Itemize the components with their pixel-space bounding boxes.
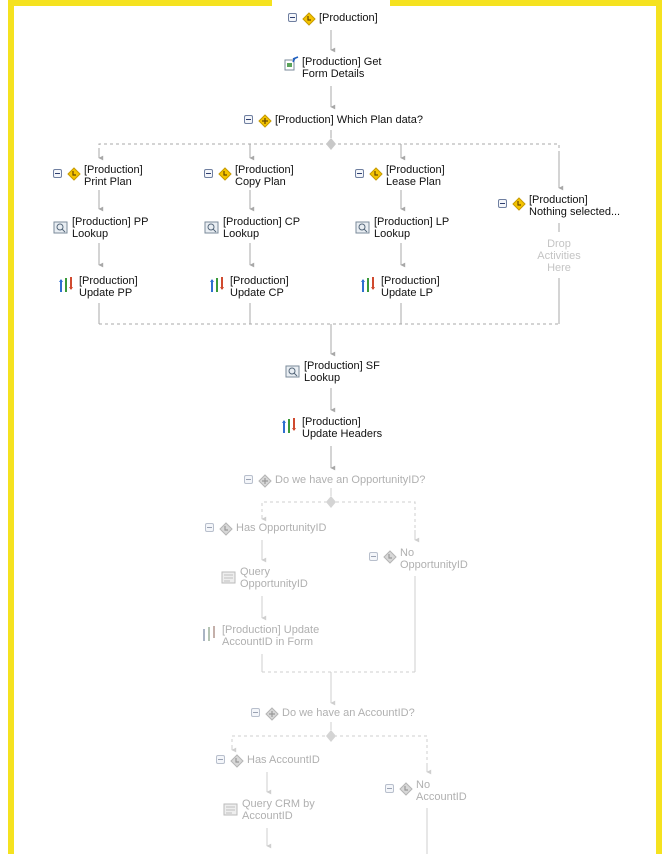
node-update-lp[interactable]: [Production] Update LP (360, 275, 440, 299)
query-icon (223, 803, 238, 816)
node-update-cp[interactable]: [Production] Update CP (209, 275, 289, 299)
sequence-icon (399, 782, 413, 796)
node-cp-lookup[interactable]: [Production] CP Lookup (204, 216, 300, 240)
main-flow-arrows (98, 30, 564, 471)
selection-frame-left (8, 0, 14, 854)
node-query-opportunity[interactable]: Query OpportunityID (221, 566, 308, 590)
lookup-icon (53, 221, 68, 234)
node-lp-lookup[interactable]: [Production] LP Lookup (355, 216, 449, 240)
sequence-icon (67, 167, 81, 181)
update-icon (282, 418, 296, 433)
switch-diamond (326, 138, 336, 150)
update-icon (59, 277, 73, 292)
selection-frame-top-right (390, 0, 662, 6)
collapse-toggle[interactable] (385, 784, 394, 793)
node-get-form-details[interactable]: [Production] Get Form Details (283, 56, 382, 80)
sequence-icon (218, 167, 232, 181)
node-pp-lookup[interactable]: [Production] PP Lookup (53, 216, 148, 240)
sequence-icon (302, 12, 316, 26)
sequence-icon (512, 197, 526, 211)
collapse-toggle[interactable] (251, 708, 260, 717)
opp-split-line (261, 501, 416, 538)
collapse-toggle[interactable] (53, 169, 62, 178)
lookup-icon (285, 365, 300, 378)
collapse-toggle[interactable] (369, 552, 378, 561)
collapse-toggle[interactable] (498, 199, 507, 208)
sequence-icon (383, 550, 397, 564)
node-copy-plan[interactable]: [Production] Copy Plan (204, 164, 294, 188)
update-icon (210, 277, 224, 292)
sequence-icon (230, 754, 244, 768)
decision-icon (265, 707, 279, 721)
collapse-toggle[interactable] (244, 475, 253, 484)
sequence-icon (369, 167, 383, 181)
node-has-accountid[interactable]: Has AccountID (216, 754, 320, 768)
lookup-icon (355, 221, 370, 234)
decision-icon (258, 474, 272, 488)
acct-diamond (326, 730, 336, 742)
query-icon (221, 571, 236, 584)
node-update-headers[interactable]: [Production] Update Headers (281, 416, 382, 440)
node-sf-lookup[interactable]: [Production] SF Lookup (285, 360, 380, 384)
update-icon (361, 277, 375, 292)
selection-frame-right (656, 0, 662, 854)
collapse-toggle[interactable] (288, 13, 297, 22)
node-no-accountid[interactable]: No AccountID (385, 779, 467, 803)
selection-frame-top-left (8, 0, 272, 6)
update-icon (203, 626, 215, 641)
branch-diamonds (326, 138, 336, 742)
node-no-opportunity[interactable]: No OpportunityID (369, 547, 468, 571)
dim-flow-arrows (231, 488, 432, 854)
switch-icon (258, 114, 272, 128)
node-account-decision[interactable]: Do we have an AccountID? (251, 707, 415, 721)
collapse-toggle[interactable] (355, 169, 364, 178)
node-nothing-selected[interactable]: [Production] Nothing selected... (498, 194, 620, 218)
sequence-icon (219, 522, 233, 536)
lookup-icon (204, 221, 219, 234)
node-lease-plan[interactable]: [Production] Lease Plan (355, 164, 445, 188)
collapse-toggle[interactable] (204, 169, 213, 178)
node-production-sequence[interactable]: [Production] (288, 12, 378, 26)
node-update-accountid[interactable]: [Production] Update AccountID in Form (201, 624, 319, 648)
node-which-plan-switch[interactable]: [Production] Which Plan data? (244, 114, 423, 128)
collapse-toggle[interactable] (216, 755, 225, 764)
collapse-toggle[interactable] (205, 523, 214, 532)
node-query-crm[interactable]: Query CRM by AccountID (223, 798, 315, 822)
node-has-opportunity[interactable]: Has OpportunityID (205, 522, 326, 536)
opp-diamond (326, 496, 336, 508)
collapse-toggle[interactable] (244, 115, 253, 124)
retrieve-icon (284, 56, 299, 71)
drop-activities-hint[interactable]: Drop Activities Here (537, 238, 581, 274)
node-print-plan[interactable]: [Production] Print Plan (53, 164, 143, 188)
node-opportunity-decision[interactable]: Do we have an OpportunityID? (244, 474, 425, 488)
node-update-pp[interactable]: [Production] Update PP (58, 275, 138, 299)
